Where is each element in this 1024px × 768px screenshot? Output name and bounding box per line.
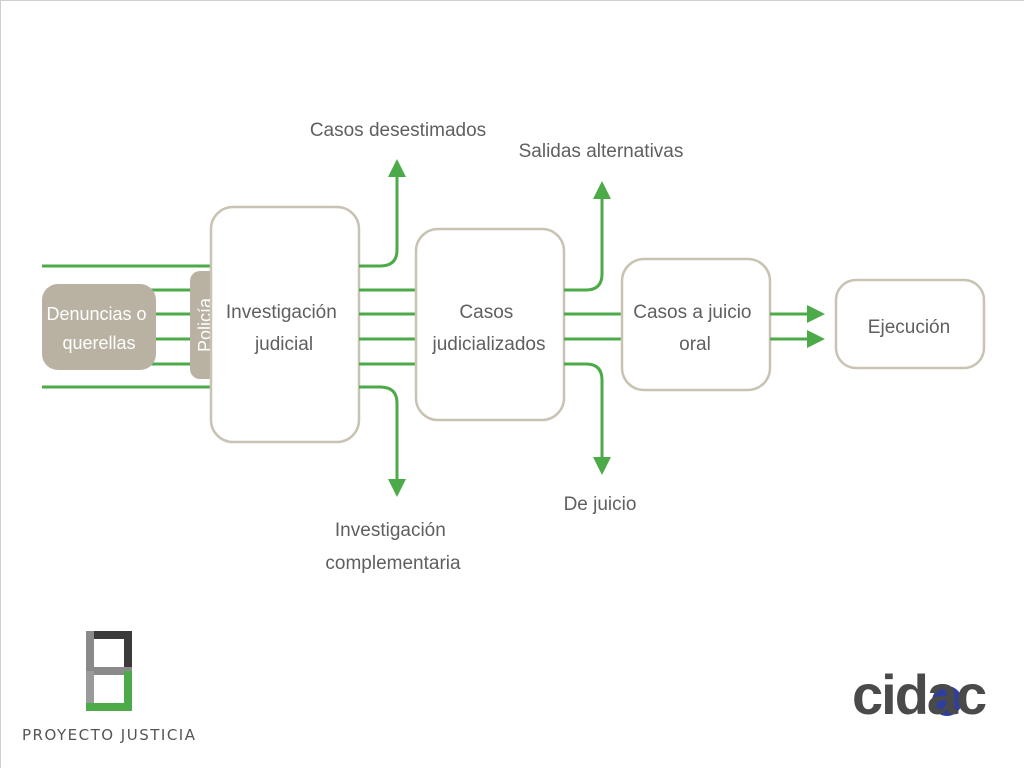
ejecucion-label: Ejecución bbox=[868, 317, 950, 338]
complementaria-arrow bbox=[359, 385, 406, 497]
de-juicio-label: De juicio bbox=[564, 494, 637, 515]
ejecucion-arrows bbox=[770, 305, 825, 348]
cidac-logo: cidac bbox=[852, 662, 987, 727]
juicio-oral-label: Casos a juicio oral bbox=[633, 302, 757, 355]
juicio-oral-node bbox=[620, 257, 772, 392]
connector-lines-1 bbox=[359, 288, 416, 366]
connector-lines-2 bbox=[564, 312, 622, 341]
judicializados-node bbox=[414, 227, 566, 422]
denuncias-label: Denuncias o querellas bbox=[46, 304, 151, 353]
desestimados-arrow bbox=[359, 159, 406, 268]
de-juicio-arrow bbox=[564, 362, 611, 475]
salidas-arrow bbox=[564, 181, 611, 292]
desestimados-label: Casos desestimados bbox=[310, 120, 486, 141]
judicializados-label: Casos judicializados bbox=[431, 302, 545, 355]
complementaria-label: Investigación complementaria bbox=[325, 520, 461, 574]
salidas-label: Salidas alternativas bbox=[519, 141, 684, 162]
proyecto-justicia-logo-icon bbox=[86, 631, 132, 711]
cidac-logo-text: cidac bbox=[852, 663, 987, 726]
ejecucion-node bbox=[834, 278, 986, 370]
proyecto-justicia-text: PROYECTO JUSTICIA bbox=[22, 726, 197, 744]
denuncias-node bbox=[42, 284, 156, 370]
investigacion-node bbox=[209, 205, 361, 444]
cidac-dot-icon bbox=[932, 686, 962, 716]
investigacion-label: Investigación judicial bbox=[226, 302, 342, 355]
